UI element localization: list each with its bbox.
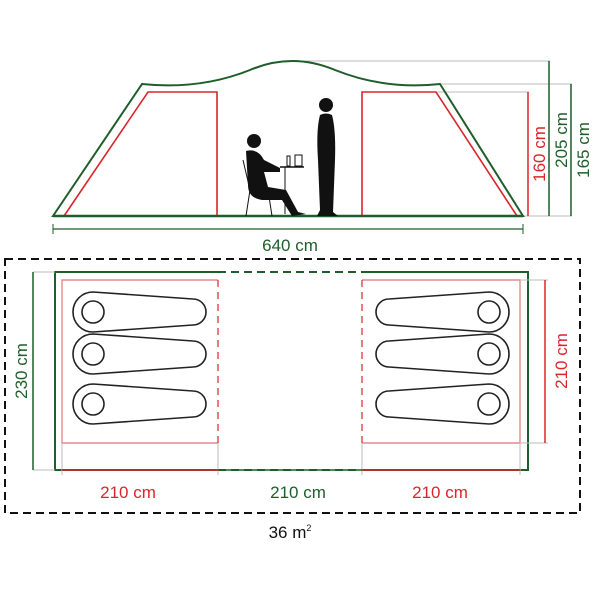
footprint-outline xyxy=(4,258,581,514)
living-area-outline xyxy=(218,271,362,471)
left-bedroom-floor xyxy=(61,279,218,444)
seated-person-icon xyxy=(242,134,306,217)
right-room-width-label: 210 cm xyxy=(412,483,468,502)
right-bedroom-floor xyxy=(362,279,521,444)
left-bedroom-outline xyxy=(63,91,218,217)
inner-height-label: 160 cm xyxy=(530,126,549,182)
width-label: 640 cm xyxy=(262,236,318,255)
floor-plan: 230 cm 210 cm 210 cm 210 cm 210 cm 36 m2 xyxy=(4,258,581,542)
pillow-icon xyxy=(477,300,501,324)
room-depth-label: 210 cm xyxy=(552,333,571,389)
peak-height-label: 205 cm xyxy=(552,112,571,168)
standing-person-icon xyxy=(317,98,338,216)
pillow-icon xyxy=(81,392,105,416)
sleeping-bag-icon xyxy=(72,333,207,375)
pillow-icon xyxy=(81,300,105,324)
pillow-icon xyxy=(477,392,501,416)
living-width-label: 210 cm xyxy=(270,483,326,502)
sleeping-bag-icon xyxy=(72,383,207,425)
sleeping-bag-icon xyxy=(72,291,207,333)
sleeping-bag-icon xyxy=(375,333,510,375)
area-label: 36 m2 xyxy=(269,523,312,542)
tent-outline xyxy=(51,60,525,217)
depth-label: 230 cm xyxy=(12,343,31,399)
table-icon xyxy=(280,154,304,214)
sleeping-bag-icon xyxy=(375,291,510,333)
right-bedroom-outline xyxy=(361,91,518,217)
pillow-icon xyxy=(81,342,105,366)
side-elevation: 640 cm 160 cm 205 cm 165 cm xyxy=(51,60,593,255)
left-room-width-label: 210 cm xyxy=(100,483,156,502)
side-height-label: 165 cm xyxy=(574,122,593,178)
sleeping-bag-icon xyxy=(375,383,510,425)
pillow-icon xyxy=(477,342,501,366)
